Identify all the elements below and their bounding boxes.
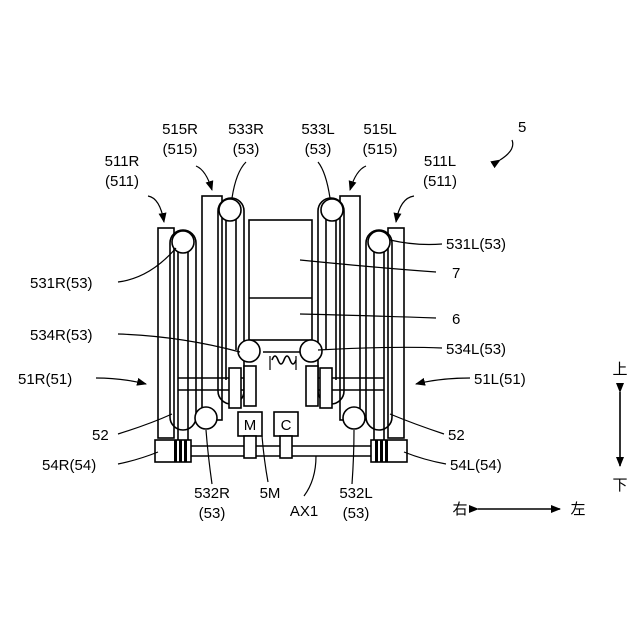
- left-side-assembly: [300, 196, 407, 462]
- frame-511L: [388, 228, 404, 438]
- label-511L-sub: (511): [423, 173, 457, 190]
- label-532R-sub: (53): [199, 505, 226, 522]
- label-531R: 531R(53): [30, 275, 93, 292]
- motor-C-stem: [280, 436, 292, 458]
- leader-51L: [416, 378, 470, 384]
- leader-532L: [352, 430, 354, 484]
- leader-6: [300, 314, 436, 318]
- leader-532R: [206, 430, 212, 484]
- label-51L: 51L(51): [474, 371, 526, 388]
- bracket-L: [306, 366, 318, 406]
- leader-54R: [118, 452, 158, 464]
- pulley-533L: [321, 199, 343, 221]
- label-531L: 531L(53): [446, 236, 506, 253]
- label-5M: 5M: [260, 485, 281, 502]
- leader-5: [500, 140, 513, 160]
- label-52-left: 52: [92, 427, 109, 444]
- leader-AX1: [304, 456, 316, 496]
- motor-C-label: C: [281, 417, 292, 434]
- direction-down-label: 下: [612, 477, 627, 494]
- leader-5M: [262, 436, 268, 482]
- leader-515R: [196, 166, 212, 190]
- frame-515L: [340, 196, 360, 420]
- label-511L: 511L: [424, 153, 456, 170]
- label-511R-sub: (511): [105, 173, 139, 190]
- label-52-right: 52: [448, 427, 465, 444]
- pulley-532L: [343, 407, 365, 429]
- bracket-R: [244, 366, 256, 406]
- leader-511R: [148, 196, 164, 222]
- label-515R-sub: (515): [162, 141, 197, 158]
- pulley-531L: [368, 231, 390, 253]
- label-534L: 534L(53): [446, 341, 506, 358]
- leader-7: [300, 260, 436, 272]
- label-515L-sub: (515): [362, 141, 397, 158]
- label-6: 6: [452, 311, 460, 328]
- spring: [272, 356, 296, 364]
- slider-L: [320, 368, 332, 408]
- motor-M-label: M: [244, 417, 257, 434]
- pulley-532R: [195, 407, 217, 429]
- label-7: 7: [452, 265, 460, 282]
- motor-M-stem: [244, 436, 256, 458]
- frame-511R: [158, 228, 174, 438]
- label-533L: 533L: [301, 121, 334, 138]
- coil-54R: [174, 440, 187, 462]
- direction-right-label: 右: [452, 501, 467, 518]
- leader-511L: [396, 196, 414, 222]
- direction-up-label: 上: [612, 361, 627, 378]
- pulley-534L: [300, 340, 322, 362]
- label-515R: 515R: [162, 121, 198, 138]
- label-533R: 533R: [228, 121, 264, 138]
- pulley-533R: [219, 199, 241, 221]
- label-532R: 532R: [194, 485, 230, 502]
- direction-left-label: 左: [570, 501, 585, 518]
- leader-51R: [96, 378, 146, 384]
- label-54L: 54L(54): [450, 457, 502, 474]
- body-7: [249, 220, 312, 340]
- label-533R-sub: (53): [233, 141, 260, 158]
- label-51R: 51R(51): [18, 371, 72, 388]
- label-533L-sub: (53): [305, 141, 332, 158]
- leader-54L: [404, 452, 446, 464]
- slider-R: [229, 368, 241, 408]
- coil-54L: [375, 440, 388, 462]
- label-AX1: AX1: [290, 503, 318, 520]
- frame-515R: [202, 196, 222, 420]
- label-532L-sub: (53): [343, 505, 370, 522]
- label-511R: 511R: [105, 153, 140, 170]
- leader-515L: [350, 166, 366, 190]
- leader-533L: [318, 162, 330, 198]
- label-534R: 534R(53): [30, 327, 93, 344]
- label-54R: 54R(54): [42, 457, 96, 474]
- label-532L: 532L: [339, 485, 372, 502]
- label-515L: 515L: [363, 121, 396, 138]
- pulley-534R: [238, 340, 260, 362]
- label-5: 5: [518, 119, 526, 136]
- leader-533R: [232, 162, 246, 198]
